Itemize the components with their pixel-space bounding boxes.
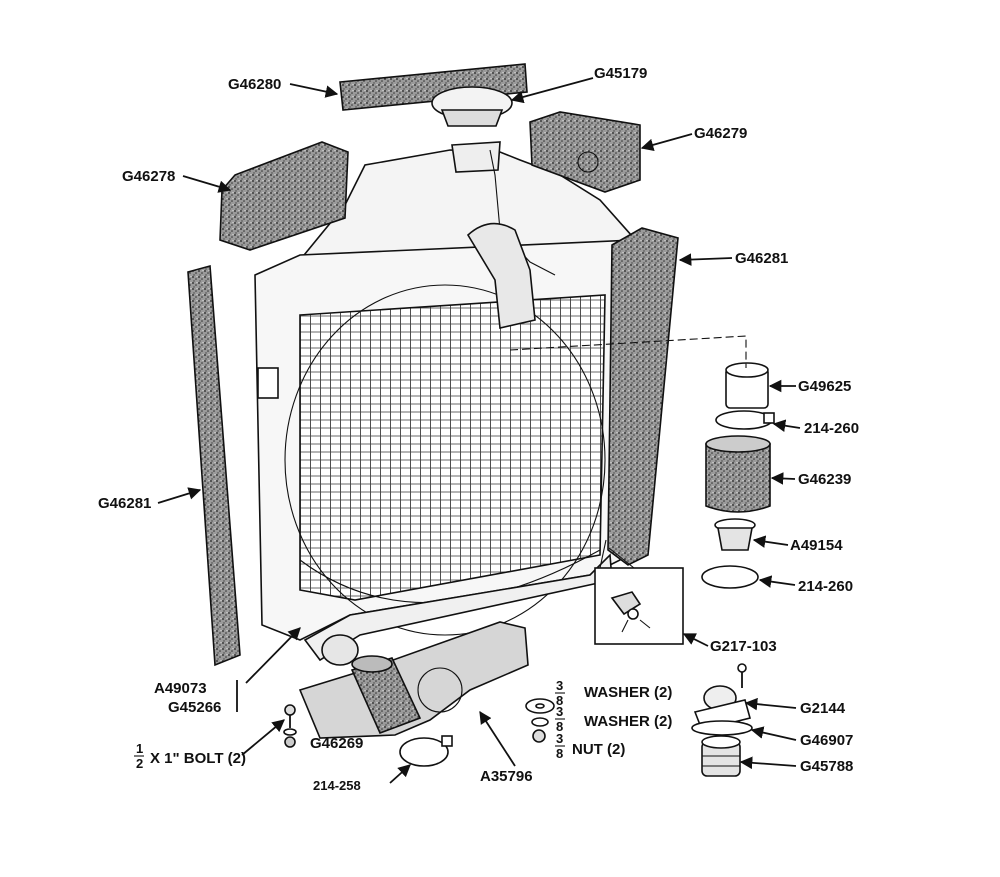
label-washer1-den: 8 <box>556 693 563 708</box>
label-bolt-den: 2 <box>136 756 143 771</box>
label-g46239: G46239 <box>798 471 851 488</box>
radiator-core <box>299 294 606 601</box>
upper-outlet <box>466 222 536 329</box>
seal-g46278 <box>219 141 349 251</box>
label-g46278: G46278 <box>122 168 175 185</box>
label-g46907: G46907 <box>800 732 853 749</box>
gasket-g46907 <box>691 720 753 736</box>
thermostat-a49154 <box>714 518 756 551</box>
hose-g46239 <box>705 435 771 513</box>
label-g45788: G45788 <box>800 758 853 775</box>
lower-inlet <box>321 634 359 666</box>
baffle-a35796 <box>298 621 529 739</box>
hose-g49625 <box>725 362 769 409</box>
housing-g45788 <box>701 735 741 777</box>
clamp-214-260-upper <box>715 410 775 430</box>
hose-g46269 <box>350 655 422 735</box>
label-g217-103: G217-103 <box>710 638 777 655</box>
seal-g46281-left <box>187 264 241 667</box>
seal-g46281-right <box>607 227 679 566</box>
fan-shroud <box>284 284 606 636</box>
bolt-half-inch <box>283 704 297 748</box>
label-214-258: 214-258 <box>313 778 361 793</box>
label-a35796: A35796 <box>480 768 533 785</box>
filler-neck <box>451 141 501 173</box>
label-g49625: G49625 <box>798 378 851 395</box>
label-bolt-num: 1 <box>136 741 143 756</box>
radiator-cap <box>431 86 513 127</box>
washer-large <box>525 698 555 714</box>
drain-cock-inset <box>594 567 684 645</box>
label-washer1-num: 3 <box>556 678 563 693</box>
label-g46281-left: G46281 <box>98 495 151 512</box>
label-nut-den: 8 <box>556 746 563 761</box>
clamp-214-260-lower <box>701 565 759 589</box>
leader-lines <box>157 77 801 784</box>
label-a49073: A49073 <box>154 680 207 697</box>
seal-g46280 <box>339 63 528 111</box>
label-g46280: G46280 <box>228 76 281 93</box>
nut-small <box>532 729 546 743</box>
label-washer1: WASHER (2) <box>584 684 672 701</box>
clamp-214-258 <box>399 735 453 767</box>
label-washer2-num: 3 <box>556 704 563 719</box>
water-pump-g2144 <box>693 663 751 731</box>
label-214-260-upper: 214-260 <box>804 420 859 437</box>
label-214-260-lower: 214-260 <box>798 578 853 595</box>
left-bracket <box>257 367 279 399</box>
label-washer2: WASHER (2) <box>584 713 672 730</box>
washer-small <box>531 717 549 727</box>
label-g45179: G45179 <box>594 65 647 82</box>
label-nut-num: 3 <box>556 731 563 746</box>
label-g46279: G46279 <box>694 125 747 142</box>
label-g2144: G2144 <box>800 700 846 717</box>
radiator-assembly <box>254 141 641 666</box>
label-bolt: X 1" BOLT (2) <box>150 750 246 767</box>
label-g46281-right: G46281 <box>735 250 788 267</box>
label-g46269: G46269 <box>310 735 363 752</box>
seal-g46279 <box>529 111 641 193</box>
label-washer2-den: 8 <box>556 719 563 734</box>
part-labels: G46280 G45179 G46279 G46278 G46281 G4628… <box>98 65 859 793</box>
label-nut: NUT (2) <box>572 741 625 758</box>
label-g45266: G45266 <box>168 699 221 716</box>
label-a49154: A49154 <box>790 537 843 554</box>
